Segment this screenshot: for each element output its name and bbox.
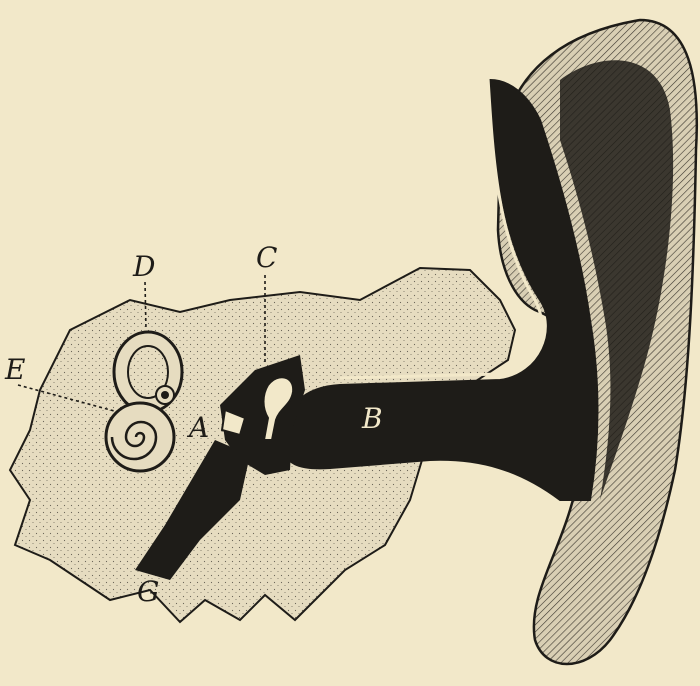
cochlea (106, 403, 174, 471)
label-a: A (189, 414, 209, 442)
label-e: E (5, 356, 25, 384)
label-b: B (362, 405, 383, 433)
label-c: C (256, 244, 277, 272)
semicircular-canals (114, 332, 182, 412)
label-d: D (133, 253, 155, 281)
label-g: G (137, 578, 159, 606)
